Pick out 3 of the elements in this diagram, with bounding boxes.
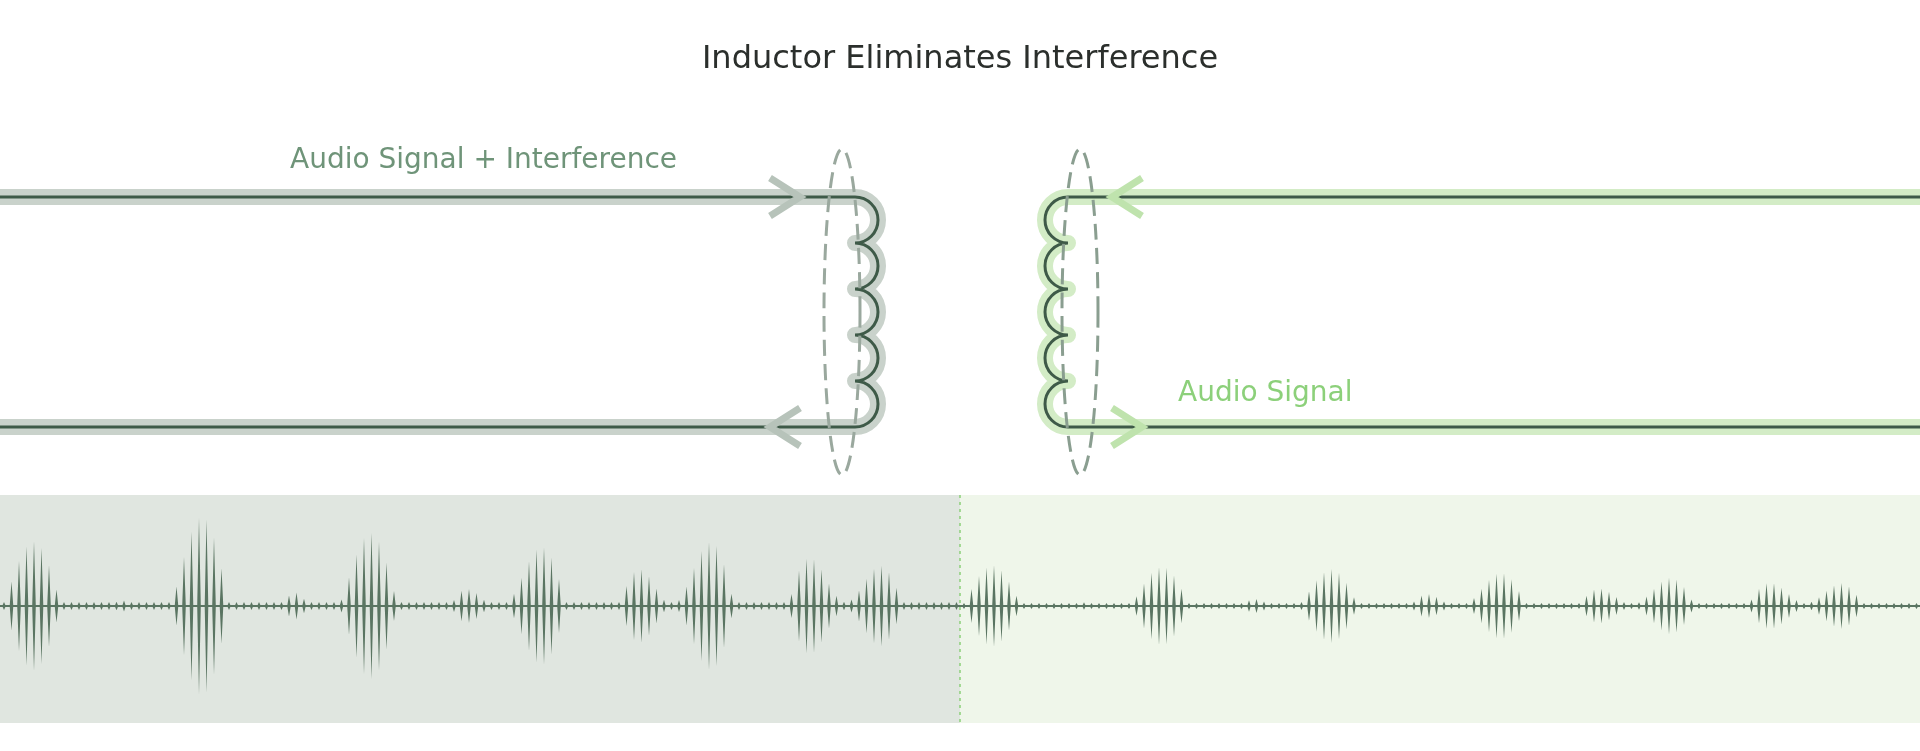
signal-label: Audio Signal bbox=[1178, 375, 1353, 408]
signal-label: Audio Signal + Interference bbox=[290, 142, 678, 175]
diagram-title: Inductor Eliminates Interference bbox=[700, 38, 1220, 76]
